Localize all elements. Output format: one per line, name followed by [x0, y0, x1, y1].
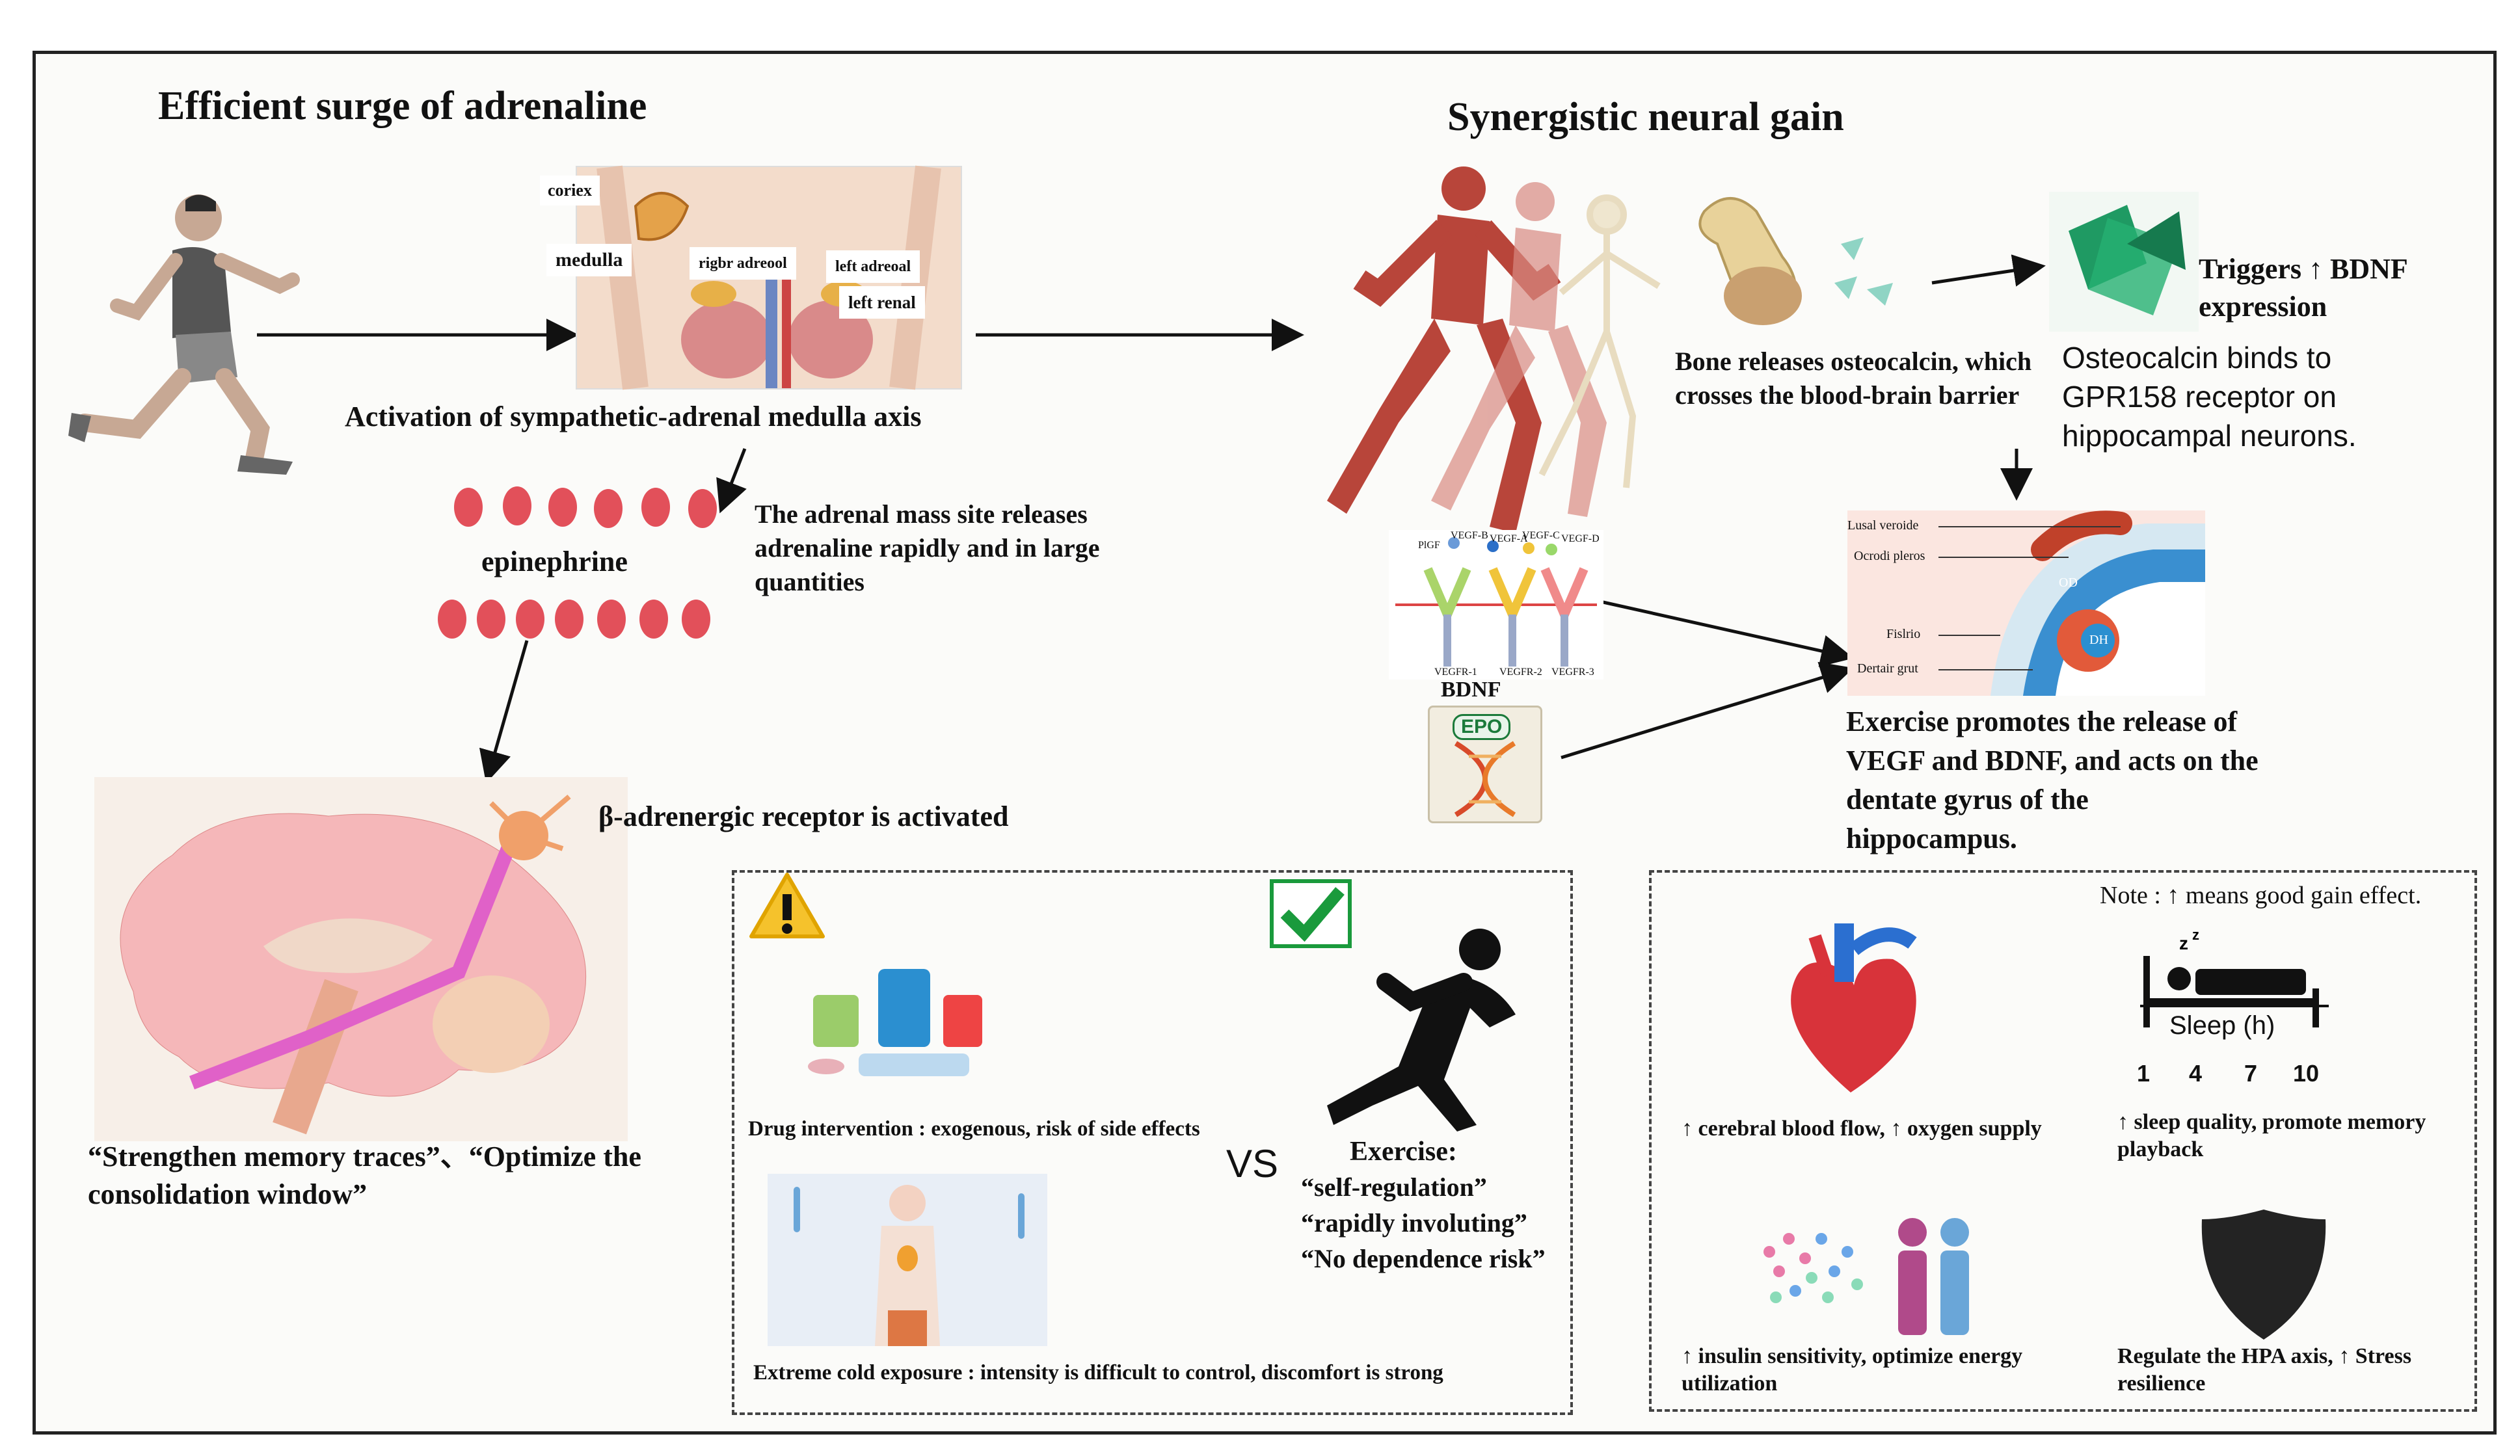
binds-text: Osteocalcin binds to GPR158 receptor on … [2062, 341, 2357, 453]
note-text: Note : ↑ means good gain effect. [2100, 882, 2422, 909]
axis-caption: Activation of sympathetic-adrenal medull… [345, 401, 922, 432]
brain-neuron-illustration [94, 777, 628, 1141]
hippo-region-label: OD [2059, 576, 2078, 590]
hippocampus-diagram: Lusal veroide Ocrodi pleros Fislrio Dert… [1847, 510, 2205, 696]
receptor-text: β-adrenergic receptor is activated [598, 801, 1009, 832]
label-cortex: coriex [540, 176, 600, 205]
shield-icon [2201, 1210, 2326, 1340]
insulin-text: ↑ insulin sensitivity, optimize energy u… [1682, 1344, 2023, 1396]
runner-illustration [68, 194, 300, 475]
right-title: Synergistic neural gain [1447, 95, 1844, 139]
bone-osteocalcin-illustration [1698, 197, 1893, 325]
hippo-region-label: OL [2121, 595, 2138, 609]
svg-text:z: z [2192, 927, 2199, 943]
sleep-tick: 10 [2293, 1060, 2320, 1087]
epinephrine-molecules-top [454, 486, 717, 528]
insulin-cells-people-icon [1763, 1218, 1969, 1335]
promote-text: Exercise promotes the release of VEGF an… [1846, 706, 2259, 854]
hpa-text: Regulate the HPA axis, ↑ Stress resilien… [2117, 1344, 2412, 1396]
epo-label: EPO [1453, 714, 1511, 740]
svg-text:z: z [2179, 933, 2188, 953]
hippo-label: Dertair grut [1857, 661, 1918, 676]
label-left-renal: left renal [839, 286, 925, 319]
bone-text: Bone releases osteocalcin, which crosses… [1675, 347, 2032, 410]
sleep-tick: 4 [2189, 1060, 2203, 1087]
benefits-box [1649, 870, 2477, 1412]
exercise-item: “No dependence risk” [1301, 1244, 1546, 1273]
bdnf-label: BDNF [1441, 678, 1501, 702]
label-medulla: medulla [546, 244, 632, 276]
vegfr-label: VEGFR-2 [1499, 667, 1542, 678]
sleep-tick: 7 [2244, 1060, 2258, 1087]
label-right-adrenal: rigbr adreool [690, 247, 796, 280]
vegf-label: VEGF-D [1561, 533, 1600, 544]
sleep-tick: 1 [2137, 1060, 2151, 1087]
memory-text: “Strengthen memory traces”、“Optimize the… [88, 1141, 641, 1210]
hippo-label: Lusal veroide [1847, 518, 1919, 533]
drug-text: Drug intervention : exogenous, risk of s… [748, 1117, 1200, 1141]
checkmark-icon [1270, 879, 1352, 948]
vegf-label: VEGF-B [1451, 530, 1488, 541]
vegfr-label: VEGFR-3 [1551, 667, 1594, 678]
vegf-label: VEGF-A [1490, 533, 1528, 544]
sleep-bed-icon: z z [2143, 927, 2319, 1027]
hippo-region-label: DH [2089, 633, 2108, 647]
blood-text: ↑ cerebral blood flow, ↑ oxygen supply [1682, 1117, 2042, 1141]
cold-exposure-image [768, 1174, 1047, 1346]
warning-icon [749, 873, 825, 938]
heart-icon [1791, 923, 1917, 1092]
cold-text: Extreme cold exposure : intensity is dif… [753, 1361, 1443, 1384]
exercise-item: “rapidly involuting” [1301, 1208, 1527, 1238]
sleep-axis-line [2140, 1005, 2329, 1007]
vegfr-label: VEGFR-1 [1434, 667, 1477, 678]
vegf-receptor-diagram: PlGF VEGF-B VEGF-A VEGF-C VEGF-D VEGFR-1… [1389, 530, 1603, 680]
triggers-text: Triggers ↑ BDNF expression [2199, 253, 2407, 323]
drug-pills-icon [808, 969, 982, 1076]
left-title: Efficient surge of adrenaline [158, 84, 647, 128]
gpr158-receptor-protein [2049, 192, 2199, 332]
label-left-adrenal: left adreoal [826, 250, 920, 283]
exercise-runner-silhouette [1327, 929, 1516, 1132]
vegf-label: VEGF-C [1522, 530, 1560, 541]
epo-dna-icon: EPO [1428, 706, 1542, 823]
running-anatomy-figures [1327, 166, 1661, 533]
sleep-text: ↑ sleep quality, promote memory playback [2117, 1110, 2426, 1161]
vegf-label: PlGF [1418, 540, 1440, 551]
vs-label: VS [1226, 1142, 1279, 1185]
hippo-label: Fislrio [1886, 627, 1921, 641]
exercise-title: Exercise: [1350, 1137, 1457, 1167]
release-text: The adrenal mass site releases adrenalin… [755, 499, 1100, 596]
sleep-chart-title: Sleep (h) [2169, 1011, 2275, 1040]
epinephrine-label: epinephrine [481, 546, 628, 577]
comparison-box [732, 870, 1573, 1415]
exercise-item: “self-regulation” [1301, 1172, 1487, 1202]
hippo-label: Ocrodi pleros [1854, 549, 1925, 563]
epinephrine-molecules-bottom [438, 600, 710, 639]
